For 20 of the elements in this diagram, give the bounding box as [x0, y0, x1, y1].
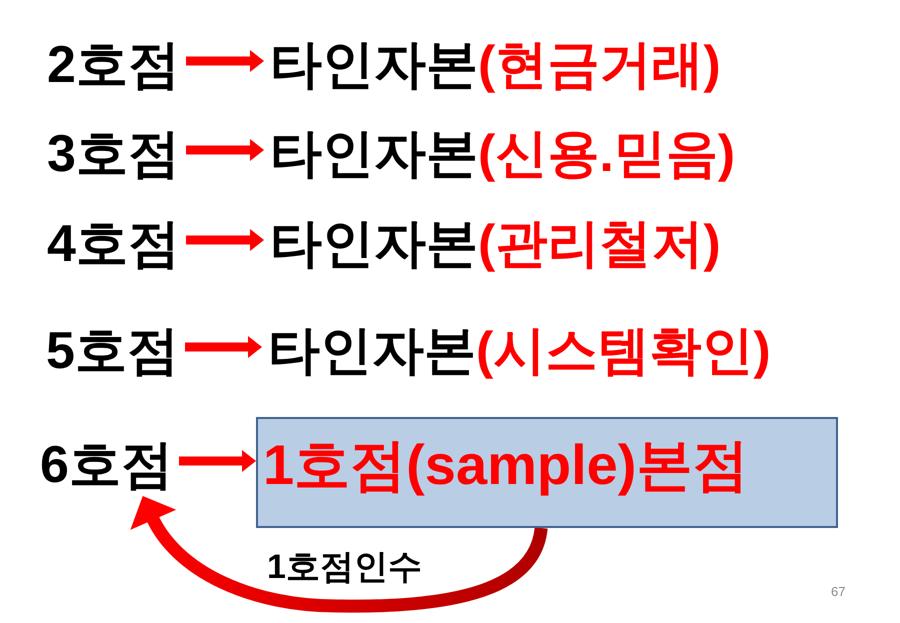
arrow: [186, 229, 264, 251]
page-number: 67: [831, 584, 846, 600]
label-text: 타인자본: [268, 322, 476, 380]
arrow: [186, 50, 264, 72]
branch-label: 5호점: [40, 320, 185, 382]
branch-label: 6호점: [34, 434, 179, 496]
process-box: 1호점(sample)본점: [256, 417, 838, 528]
arrow: [186, 139, 264, 161]
label-text: 타인자본: [270, 125, 478, 183]
note-text: (현금거래): [478, 36, 721, 94]
note-text: (관리철저): [478, 215, 721, 273]
branch-label: 2호점: [41, 34, 186, 96]
note-text: (신용.믿음): [478, 125, 736, 183]
label-text: 타인자본: [270, 215, 478, 273]
branch-label: 3호점: [41, 123, 186, 186]
label-text: 타인자본: [270, 36, 478, 94]
branch-label: 4호점: [41, 213, 186, 276]
arrow: [179, 450, 256, 472]
note-text: (시스템확인): [476, 322, 771, 380]
arrow: [185, 336, 262, 358]
